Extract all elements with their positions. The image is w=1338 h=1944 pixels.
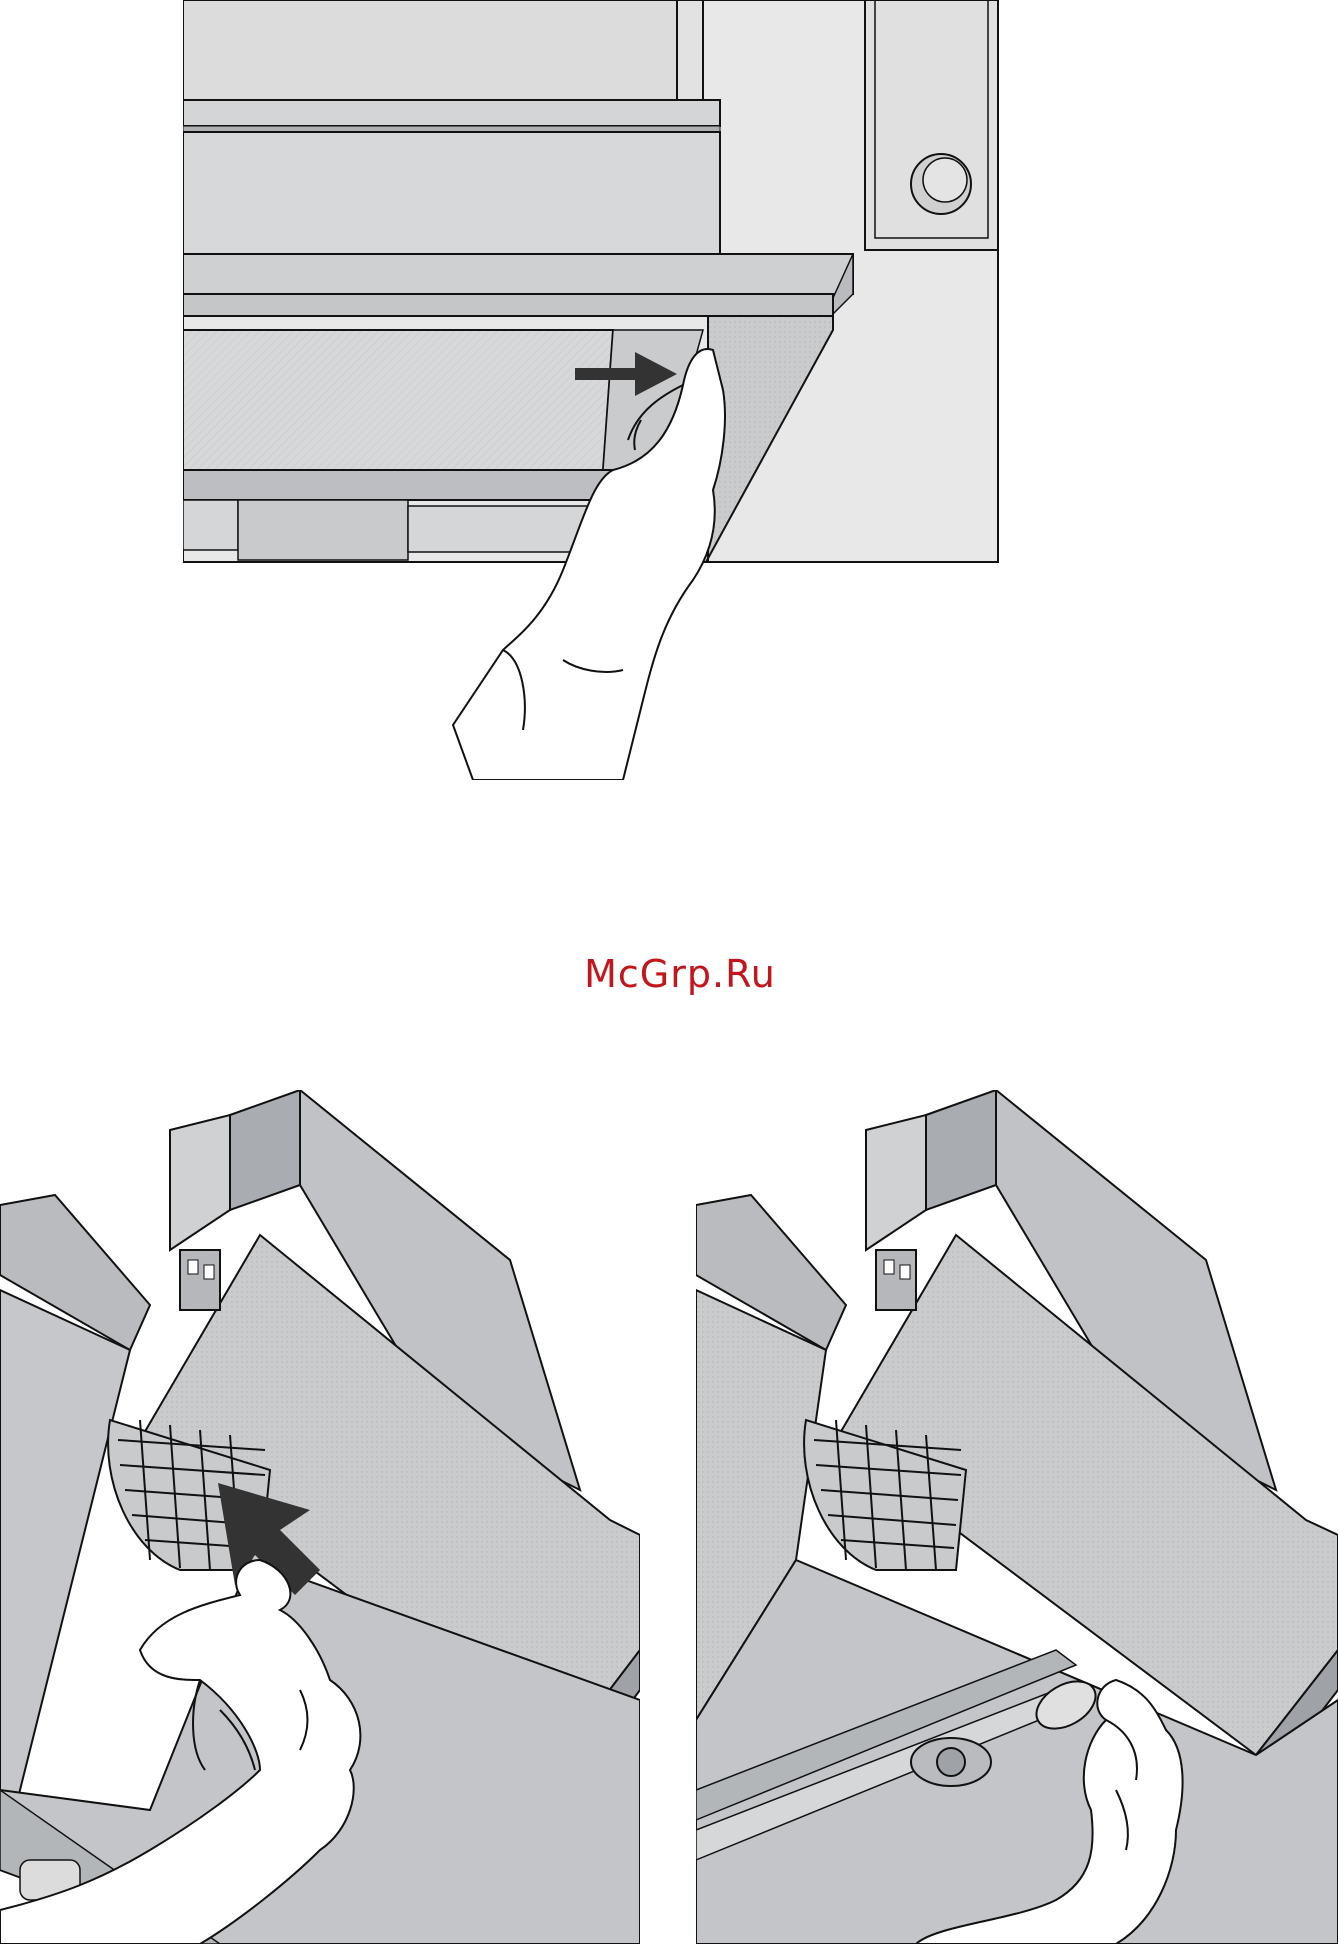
watermark-text: McGrp.Ru (520, 952, 840, 996)
grease-filter-panel (183, 330, 613, 470)
connector-plug (180, 1250, 220, 1310)
lamp-socket (911, 1738, 991, 1786)
hood-filter-svg (183, 0, 1001, 780)
filter-insertion-illustration (0, 1090, 640, 1944)
lamp-replacement-svg (696, 1090, 1338, 1944)
hood-filter-slide-illustration (183, 0, 1001, 780)
connector-plug (876, 1250, 916, 1310)
filter-insertion-svg (0, 1090, 640, 1944)
lamp-replacement-illustration (696, 1090, 1338, 1944)
hood-front-rail (183, 254, 853, 294)
